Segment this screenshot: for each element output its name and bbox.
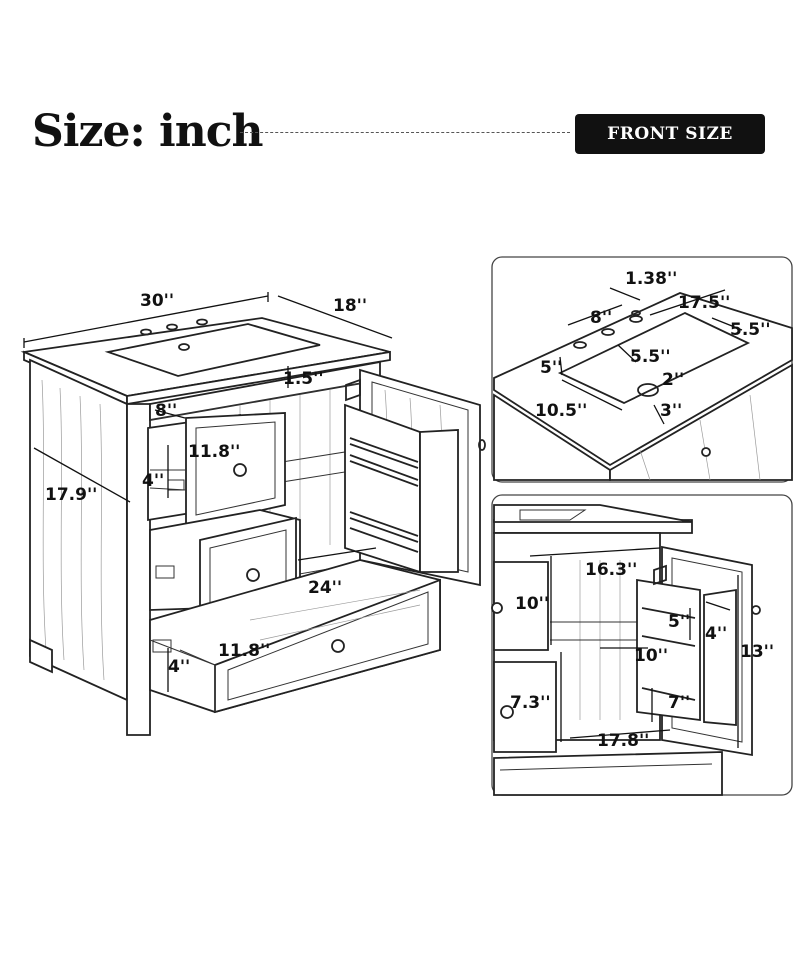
- label-depth: 18'': [333, 296, 367, 316]
- leg: [29, 638, 53, 674]
- label-bottom-width: 17.8'': [597, 731, 649, 751]
- label-basin-length: 17.5'': [678, 293, 730, 313]
- label-large-drawer-depth: 24'': [308, 578, 342, 598]
- label-height: 17.9'': [45, 485, 97, 505]
- label-back-margin: 5'': [540, 358, 562, 378]
- door-storage-rack: [344, 403, 421, 574]
- label-faucet-spacing: 8'': [590, 308, 612, 328]
- title-divider: [240, 132, 570, 133]
- upper-drawer-front: [493, 561, 549, 651]
- label-cabinet-width: 16.3'': [585, 560, 637, 580]
- hinge-icon: [345, 378, 361, 402]
- door-rack: [636, 578, 701, 722]
- sink-basin: [104, 323, 321, 377]
- label-width: 30'': [140, 291, 174, 311]
- drawer-knob-icon: [246, 568, 260, 582]
- basin-outline: [557, 312, 751, 404]
- vanity-main-illustration: [20, 292, 486, 736]
- drain-icon: [637, 383, 659, 397]
- drawer-knob-icon: [331, 639, 345, 653]
- door-knob-icon: [751, 605, 761, 615]
- label-small-drawer-height: 4'': [142, 471, 164, 491]
- sink-detail-panel: [491, 256, 793, 483]
- front-size-badge: FRONT SIZE: [575, 114, 765, 154]
- label-front-margin: 5.5'': [630, 347, 671, 367]
- drawer-knob-icon: [233, 463, 247, 477]
- label-small-drawer-width: 11.8'': [188, 442, 240, 462]
- label-side-margin: 10.5'': [535, 401, 587, 421]
- cabinet-shelf: [281, 451, 346, 483]
- label-bottom-margin: 3'': [660, 401, 682, 421]
- label-small-drawer-depth: 8'': [155, 401, 177, 421]
- label-basin-width: 5.5'': [730, 320, 771, 340]
- lower-drawer-front: [493, 661, 557, 753]
- label-large-drawer-width: 11.8'': [218, 641, 270, 661]
- cabinet-detail-panel: [491, 494, 793, 796]
- label-lower-height: 7.3'': [510, 693, 551, 713]
- page-title: Size: inch: [32, 106, 264, 157]
- label-upper-height: 10'': [515, 594, 549, 614]
- label-large-drawer-height: 4'': [168, 657, 190, 677]
- drain-icon: [178, 343, 190, 351]
- label-top-thickness: 1.5'': [283, 369, 324, 389]
- label-rack-gap: 7'': [668, 693, 690, 713]
- faucet-hole-icon: [573, 341, 587, 349]
- label-overflow: 1.38'': [625, 269, 677, 289]
- label-middle-height: 10'': [634, 646, 668, 666]
- label-door-height: 13'': [740, 642, 774, 662]
- faucet-hole-icon: [140, 328, 152, 336]
- label-shelf-height: 5'': [668, 612, 690, 632]
- label-shelf-depth: 4'': [705, 624, 727, 644]
- label-drain: 2'': [662, 370, 684, 390]
- front-leg: [126, 403, 151, 736]
- door-knob-icon: [478, 439, 486, 451]
